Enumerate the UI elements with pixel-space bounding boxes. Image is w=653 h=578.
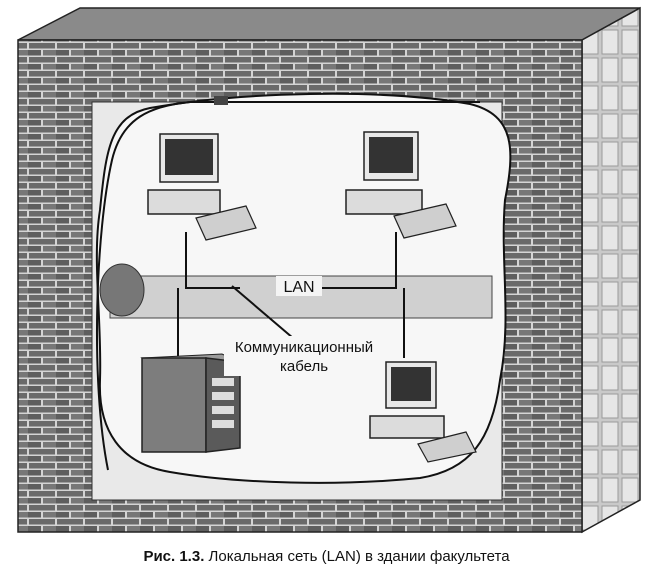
keyboard xyxy=(417,431,477,463)
wall-cable xyxy=(95,101,480,471)
cable-top-left xyxy=(185,232,240,289)
building-side-wall xyxy=(581,6,641,534)
duct-end xyxy=(99,263,145,317)
cable-pointer xyxy=(231,285,301,345)
network-cables xyxy=(177,232,405,358)
lan-label: LAN xyxy=(283,279,314,296)
caption-text: Локальная сеть (LAN) в здании факультета xyxy=(208,548,510,565)
server-tower xyxy=(140,353,241,453)
workstation-top-right xyxy=(345,131,457,239)
monitor-screen xyxy=(165,139,213,175)
monitor-screen xyxy=(391,367,431,401)
cable-label-line1: Коммуникационный xyxy=(235,339,373,356)
building-roof xyxy=(17,7,641,41)
keyboard xyxy=(195,205,257,241)
caption-number: Рис. 1.3. xyxy=(143,548,205,565)
monitor-screen xyxy=(369,137,413,173)
cable-top-right xyxy=(318,232,397,289)
keyboard xyxy=(393,203,457,239)
workstation-bottom-right xyxy=(369,361,477,463)
wall-outlet xyxy=(214,96,228,105)
server-front xyxy=(141,357,207,453)
system-unit xyxy=(369,415,445,439)
system-unit xyxy=(345,189,423,215)
system-unit xyxy=(147,189,221,215)
workstation-top-left xyxy=(147,133,257,241)
figure-caption: Рис. 1.3. Локальная сеть (LAN) в здании … xyxy=(0,548,653,565)
cable-label-line2: кабель xyxy=(280,358,328,375)
